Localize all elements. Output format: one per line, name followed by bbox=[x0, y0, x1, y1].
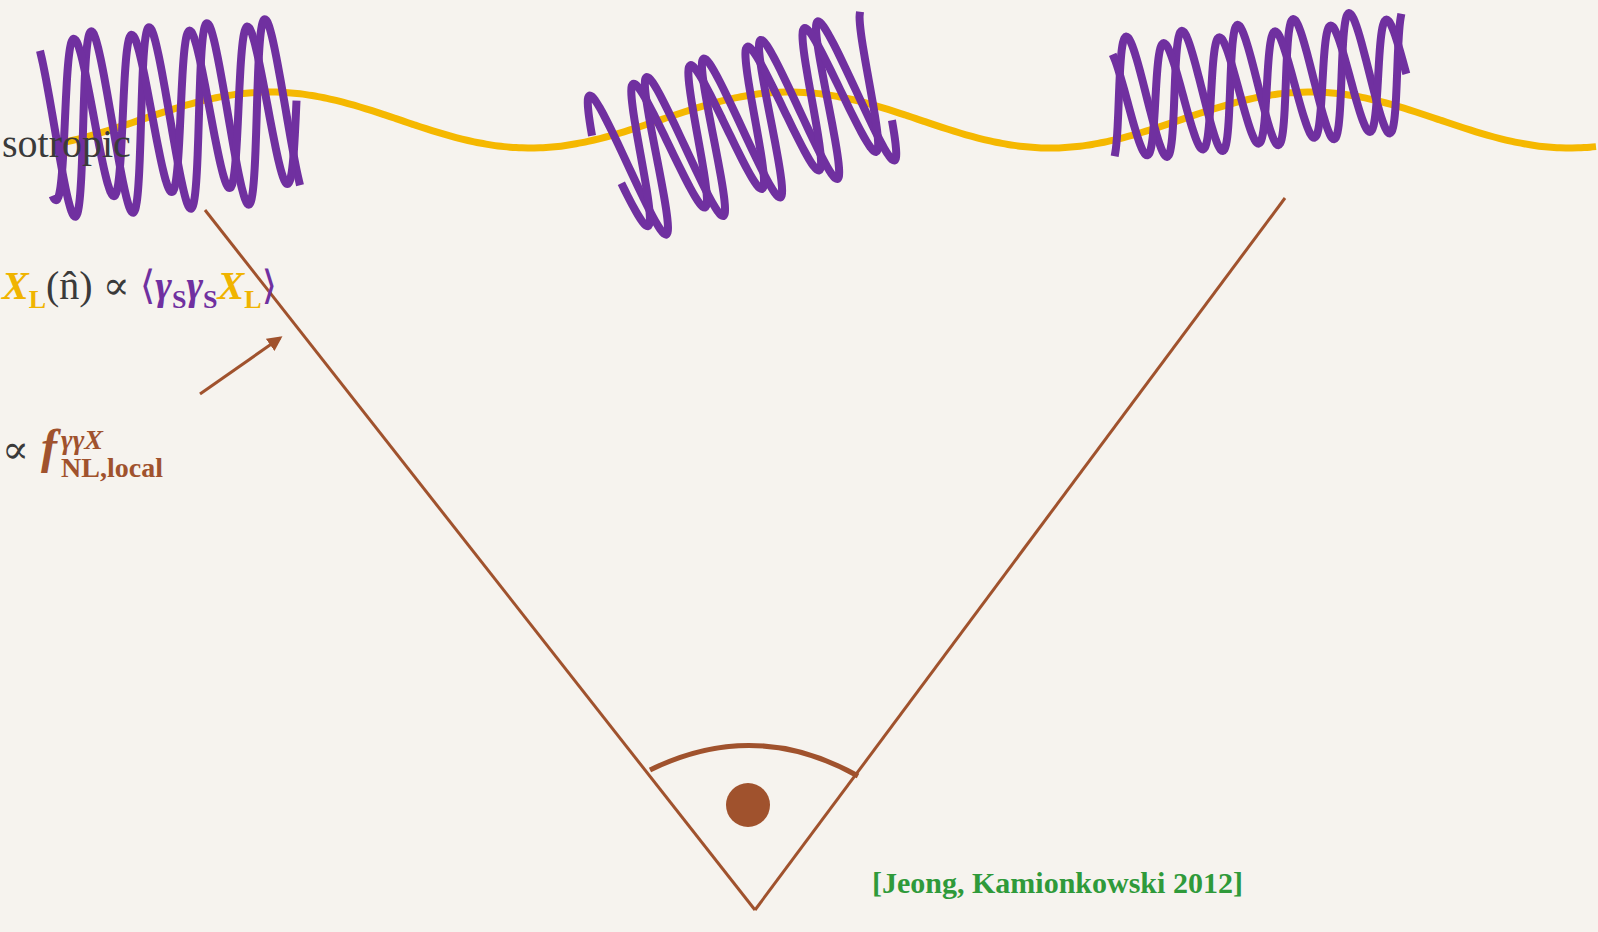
field-symbol: γ bbox=[186, 263, 203, 308]
bracket: ⟨ bbox=[140, 263, 156, 308]
short-wave bbox=[580, 9, 904, 247]
field-symbol: X bbox=[2, 263, 29, 308]
bracket: ⟩ bbox=[262, 263, 278, 308]
text-line: [Jeong, Kamionkowski 2012] bbox=[872, 856, 1243, 904]
field-subscript: S bbox=[172, 285, 186, 314]
script-stack: γγXNL,local bbox=[61, 426, 163, 482]
short-wave bbox=[1112, 18, 1412, 158]
formula-text: (n̂) ∝ bbox=[46, 263, 140, 308]
view-line bbox=[755, 198, 1285, 910]
short-wave bbox=[593, 10, 903, 230]
text-line: ∝ fγγXNL,local bbox=[2, 418, 163, 482]
citation: [Jeong, Kamionkowski 2012] bbox=[872, 866, 1243, 899]
short-wave bbox=[1102, 8, 1413, 163]
slide-text: sotropic bbox=[2, 121, 131, 166]
text-line: sotropic bbox=[2, 120, 131, 168]
formula-text: ∝ bbox=[2, 427, 29, 472]
observer-dot bbox=[726, 783, 770, 827]
field-subscript: S bbox=[203, 285, 217, 314]
field-symbol: X bbox=[218, 263, 245, 308]
field-subscript: L bbox=[29, 285, 46, 314]
field-symbol: γ bbox=[155, 263, 172, 308]
parameter-superscript: γγX bbox=[61, 426, 163, 454]
text-line: XL(n̂) ∝ ⟨γSγSXL⟩ bbox=[2, 262, 277, 315]
parameter-subscript: NL,local bbox=[61, 454, 163, 482]
parameter-symbol: f bbox=[41, 420, 57, 473]
pointer-arrow bbox=[200, 338, 280, 394]
short-wave bbox=[42, 23, 303, 200]
view-line bbox=[205, 210, 755, 910]
field-subscript: L bbox=[244, 285, 261, 314]
angle-arc bbox=[650, 745, 858, 776]
